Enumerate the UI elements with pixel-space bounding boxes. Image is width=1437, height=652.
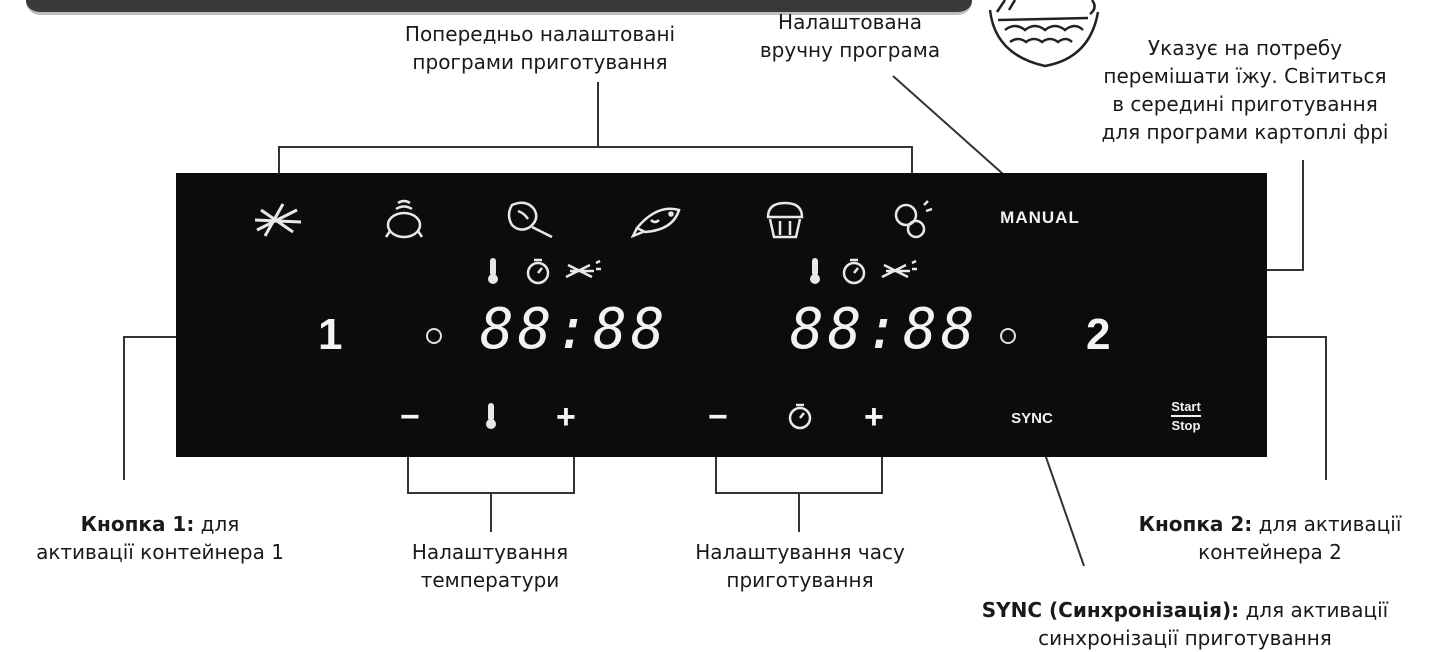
zone2-button[interactable]: 2 (1086, 310, 1111, 359)
button1-label: Кнопка 1: для активації контейнера 1 (0, 482, 320, 566)
button2-label-bold: Кнопка 2: (1138, 512, 1253, 536)
vegetables-icon[interactable] (888, 196, 936, 244)
shake-indicator-label: Указує на потребу перемішати їжу. Світит… (1101, 36, 1389, 144)
sync-label-bold: SYNC (Синхронізація): (981, 598, 1240, 622)
thermometer-icon (806, 256, 824, 286)
time-minus-button[interactable]: − (708, 398, 728, 436)
stop-label: Stop (1171, 418, 1201, 433)
zone2-indicator (1000, 328, 1016, 344)
fries-icon[interactable] (252, 198, 304, 242)
temperature-minus-button[interactable]: − (400, 398, 420, 436)
button1-label-text: для активації контейнера 1 (36, 512, 284, 564)
time-setting-label: Налаштування часу приготування (695, 540, 905, 592)
temperature-setting-label: Налаштування температури (411, 540, 569, 592)
button1-label-bold: Кнопка 1: (80, 512, 195, 536)
button2-label: Кнопка 2: для активації контейнера 2 (1110, 482, 1430, 566)
presets-label: Попередньо налаштовані програми приготув… (404, 22, 676, 74)
chicken-icon[interactable] (380, 196, 430, 244)
timer-icon (840, 256, 868, 286)
temperature-plus-button[interactable]: + (556, 398, 576, 436)
zone1-indicator (426, 328, 442, 344)
muffin-icon[interactable] (760, 196, 810, 244)
start-label: Start (1171, 399, 1201, 417)
shake-icon (880, 258, 918, 284)
start-stop-button[interactable]: Start Stop (1156, 398, 1216, 435)
control-panel (176, 173, 1267, 457)
manual-program-label: Налаштована вручну програма (759, 10, 941, 62)
timer-icon (524, 256, 552, 286)
display-left: 88:88 (480, 297, 669, 362)
thermometer-icon (484, 256, 502, 286)
shake-bowl-icon (988, 0, 1100, 68)
display-right: 88:88 (790, 297, 979, 362)
zone1-button[interactable]: 1 (318, 310, 343, 359)
manual-button[interactable]: MANUAL (1000, 208, 1080, 227)
timer-icon (786, 400, 814, 432)
steak-icon[interactable] (505, 196, 557, 244)
sync-button[interactable]: SYNC (1011, 410, 1053, 427)
shake-icon (564, 258, 602, 284)
thermometer-icon (482, 400, 500, 432)
time-plus-button[interactable]: + (864, 398, 884, 436)
sync-label: SYNC (Синхронізація): для активації синх… (935, 568, 1435, 652)
button2-label-text: для активації контейнера 2 (1198, 512, 1402, 564)
top-bar (26, 0, 972, 15)
fish-icon[interactable] (630, 198, 686, 242)
